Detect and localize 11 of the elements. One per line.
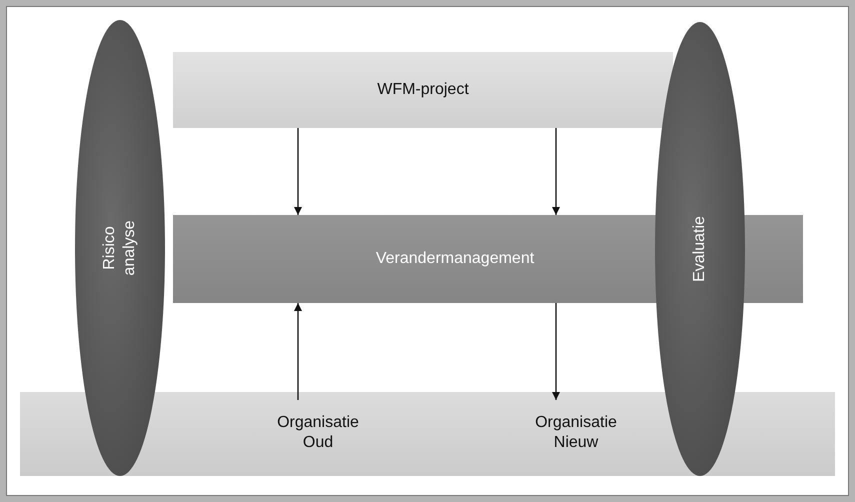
arrow [294, 303, 302, 400]
arrow [552, 128, 560, 215]
bar-label: WFM-project [377, 80, 469, 100]
bar-label: Verandermanagement [376, 249, 534, 269]
bar-label: Evaluatie [690, 215, 709, 284]
old-organisation-label: Organisatie Oud [276, 413, 360, 453]
bar-label: Risico analyse [100, 219, 139, 278]
new-organisation-label: Organisatie Nieuw [534, 413, 618, 453]
arrow [294, 128, 302, 215]
project-bar [173, 52, 673, 128]
arrow [552, 303, 560, 400]
